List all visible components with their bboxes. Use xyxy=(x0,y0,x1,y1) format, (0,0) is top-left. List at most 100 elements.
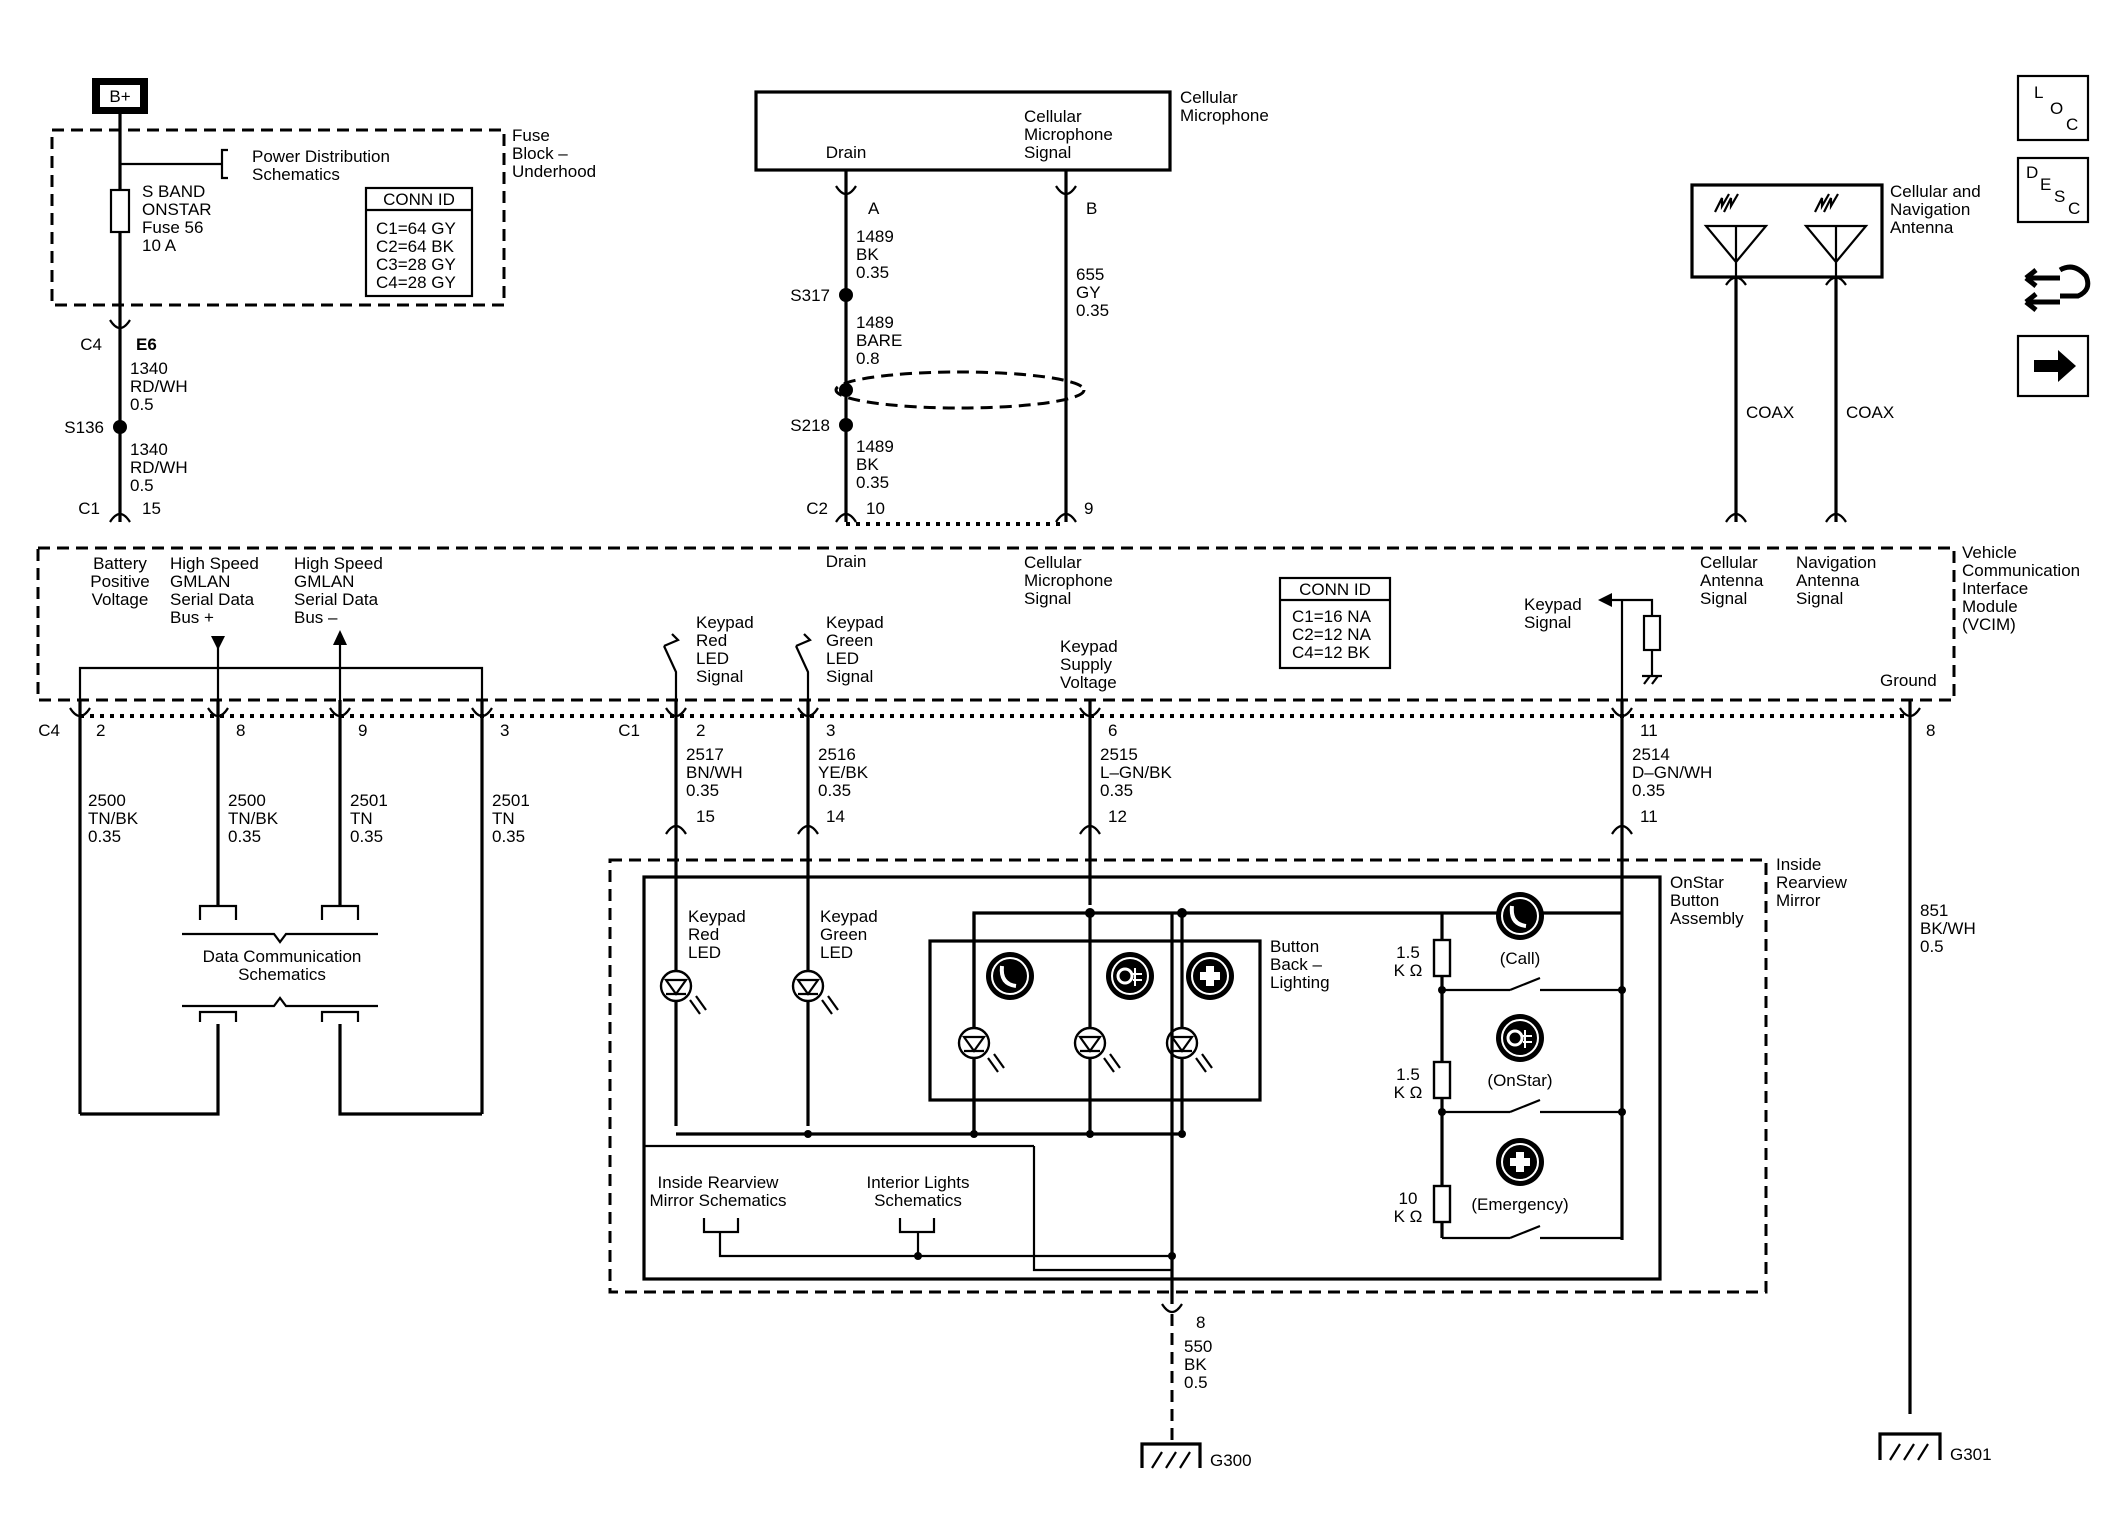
svg-text:Drain: Drain xyxy=(826,552,867,571)
svg-text:S218: S218 xyxy=(790,416,830,435)
splice-s317 xyxy=(839,288,853,302)
svg-text:C2: C2 xyxy=(806,499,828,518)
svg-text:0.35: 0.35 xyxy=(492,827,525,846)
loc-button[interactable]: L O C xyxy=(2016,74,2090,142)
svg-text:Inside Rearview: Inside Rearview xyxy=(658,1173,780,1192)
fuse-block-title-3: Underhood xyxy=(512,162,596,181)
vcim-module-outline xyxy=(36,546,1956,702)
emergency-cross-icon xyxy=(1186,952,1234,1000)
svg-text:Cellular and: Cellular and xyxy=(1890,182,1981,201)
svg-text:TN/BK: TN/BK xyxy=(228,809,279,828)
svg-text:C4: C4 xyxy=(38,721,60,740)
svg-text:COAX: COAX xyxy=(1846,403,1894,422)
svg-text:10: 10 xyxy=(1399,1189,1418,1208)
gmlan-wires xyxy=(69,700,493,1116)
svg-text:B: B xyxy=(1086,199,1097,218)
svg-text:GY: GY xyxy=(1076,283,1101,302)
svg-text:Rearview: Rearview xyxy=(1776,873,1848,892)
svg-text:8: 8 xyxy=(1196,1313,1205,1332)
mirror-ref-connectors xyxy=(644,1144,1176,1272)
svg-text:2515: 2515 xyxy=(1100,745,1138,764)
svg-text:S317: S317 xyxy=(790,286,830,305)
svg-text:L: L xyxy=(2034,83,2043,102)
svg-text:E: E xyxy=(2040,175,2051,194)
svg-text:0.5: 0.5 xyxy=(1184,1373,1208,1392)
svg-text:Red: Red xyxy=(688,925,719,944)
fuse-conn-id-title: CONN ID xyxy=(383,190,455,209)
inside-rearview-mirror-outline xyxy=(608,858,1768,1294)
svg-text:2501: 2501 xyxy=(350,791,388,810)
fuse-conn-id-table xyxy=(364,186,474,298)
svg-text:0.35: 0.35 xyxy=(856,263,889,282)
phone-icon xyxy=(1509,905,1527,928)
svg-text:GMLAN: GMLAN xyxy=(294,572,354,591)
backlight-leds xyxy=(957,913,1213,1134)
svg-text:Green: Green xyxy=(820,925,867,944)
svg-text:Mirror: Mirror xyxy=(1776,891,1821,910)
svg-text:TN: TN xyxy=(350,809,373,828)
svg-text:Keypad: Keypad xyxy=(1060,637,1118,656)
svg-text:K Ω: K Ω xyxy=(1394,961,1423,980)
svg-text:Lighting: Lighting xyxy=(1270,973,1330,992)
onstar-button[interactable]: (OnStar) xyxy=(1487,1014,1553,1090)
red-led-switch xyxy=(663,633,680,700)
svg-text:BK: BK xyxy=(1184,1355,1207,1374)
svg-text:RD/WH: RD/WH xyxy=(130,377,188,396)
svg-text:2: 2 xyxy=(696,721,705,740)
svg-text:0.5: 0.5 xyxy=(130,476,154,495)
connector-c1-15 xyxy=(109,512,131,523)
svg-text:C2=12 NA: C2=12 NA xyxy=(1292,625,1372,644)
svg-text:Signal: Signal xyxy=(1524,613,1571,632)
svg-text:Antenna: Antenna xyxy=(1796,571,1860,590)
svg-text:Schematics: Schematics xyxy=(238,965,326,984)
green-led-switch xyxy=(795,633,812,700)
svg-text:1340: 1340 xyxy=(130,359,168,378)
svg-text:Keypad: Keypad xyxy=(820,907,878,926)
fuse-label-4: 10 A xyxy=(142,236,177,255)
fuse-block-title-2: Block – xyxy=(512,144,568,163)
svg-text:8: 8 xyxy=(236,721,245,740)
svg-text:High Speed: High Speed xyxy=(294,554,383,573)
svg-text:14: 14 xyxy=(826,807,845,826)
svg-text:2516: 2516 xyxy=(818,745,856,764)
call-button[interactable]: (Call) xyxy=(1496,892,1544,968)
connector-c4-e6 xyxy=(109,319,131,330)
svg-text:2501: 2501 xyxy=(492,791,530,810)
svg-text:Keypad: Keypad xyxy=(1524,595,1582,614)
svg-text:Microphone: Microphone xyxy=(1180,106,1269,125)
fuse-block-outline xyxy=(50,128,506,307)
svg-text:Communication: Communication xyxy=(1962,561,2080,580)
svg-text:Microphone: Microphone xyxy=(1024,125,1113,144)
emergency-button[interactable]: (Emergency) xyxy=(1471,1138,1569,1214)
svg-text:LED: LED xyxy=(820,943,853,962)
svg-text:0.35: 0.35 xyxy=(1100,781,1133,800)
connector-tool-icon[interactable] xyxy=(2024,264,2091,312)
svg-text:2500: 2500 xyxy=(228,791,266,810)
svg-text:1489: 1489 xyxy=(856,437,894,456)
svg-text:10: 10 xyxy=(866,499,885,518)
svg-text:OnStar: OnStar xyxy=(1670,873,1724,892)
next-page-button[interactable] xyxy=(2016,334,2090,398)
svg-text:TN/BK: TN/BK xyxy=(88,809,139,828)
fuse-conn-id-row: C1=64 GY xyxy=(376,219,456,238)
svg-text:Cellular: Cellular xyxy=(1180,88,1238,107)
svg-text:0.35: 0.35 xyxy=(1632,781,1665,800)
svg-text:BARE: BARE xyxy=(856,331,902,350)
svg-text:TN: TN xyxy=(492,809,515,828)
svg-text:11: 11 xyxy=(1640,721,1658,740)
svg-text:Module: Module xyxy=(1962,597,2018,616)
fuse-label-3: Fuse 56 xyxy=(142,218,203,237)
svg-text:(Call): (Call) xyxy=(1500,949,1541,968)
svg-text:0.5: 0.5 xyxy=(1920,937,1944,956)
svg-text:3: 3 xyxy=(826,721,835,740)
svg-text:S: S xyxy=(2054,187,2065,206)
svg-text:C4=12 BK: C4=12 BK xyxy=(1292,643,1371,662)
svg-text:C: C xyxy=(2066,115,2078,134)
svg-text:A: A xyxy=(868,199,880,218)
desc-button[interactable]: D E S C xyxy=(2016,156,2090,224)
svg-text:15: 15 xyxy=(696,807,715,826)
svg-text:Voltage: Voltage xyxy=(1060,673,1117,692)
svg-text:Data Communication: Data Communication xyxy=(203,947,362,966)
svg-text:High Speed: High Speed xyxy=(170,554,259,573)
